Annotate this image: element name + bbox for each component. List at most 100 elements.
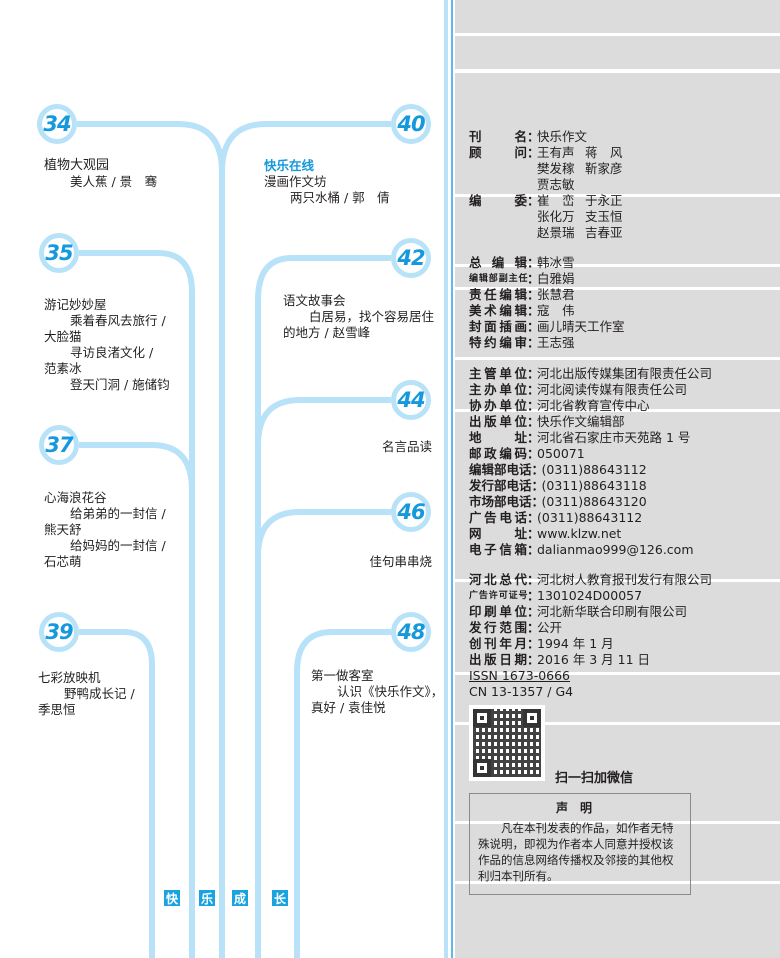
- masthead-row: 特约编审王志强: [469, 335, 625, 351]
- masthead-label: 主办单位: [469, 382, 527, 397]
- toc-entry-40[interactable]: 快乐在线 漫画作文坊 两只水桶 / 郭 倩: [264, 158, 390, 206]
- masthead-value: www.klzw.net: [537, 526, 622, 541]
- toc-entry-48[interactable]: 第一做客室 认识《快乐作文》， 真好 / 袁佳悦: [311, 668, 443, 716]
- masthead-label: 市场部电话: [469, 494, 532, 509]
- page-number-badge: 48: [391, 612, 431, 652]
- section-title: 植物大观园: [44, 158, 110, 173]
- article-line: 乘着春风去旅行 /: [70, 313, 166, 328]
- rule: [455, 287, 780, 290]
- toc-entry-37[interactable]: 心海浪花谷 给弟弟的一封信 / 熊天舒 给妈妈的一封信 / 石芯萌: [44, 490, 166, 570]
- branch-48: [294, 629, 391, 958]
- masthead-value: 韩冰雪: [537, 255, 575, 270]
- masthead-value: dalianmao999@126.com: [537, 542, 694, 557]
- masthead-row: 河北总代河北树人教育报刊发行有限公司: [469, 572, 712, 588]
- masthead-value: 公开: [537, 620, 563, 635]
- rule: [455, 672, 780, 675]
- branch-37: [79, 442, 195, 491]
- masthead-editors: 总编辑韩冰雪编辑部副主任白雅娟责任编辑张慧君美术编辑寇 伟封面插画画儿晴天工作室…: [469, 255, 625, 351]
- masthead-panel: 刊名快乐作文顾问王有声蒋 风樊发稼靳家彦贾志敏编委崔 峦于永正张化万支玉恒赵景瑞…: [455, 0, 780, 958]
- masthead-row: 印刷单位河北新华联合印刷有限公司: [469, 604, 712, 620]
- masthead-label: 印刷单位: [469, 604, 527, 619]
- page-number-badge: 34: [37, 104, 77, 144]
- masthead-value: (0311)88643112: [541, 462, 647, 477]
- branch-46: [255, 509, 391, 557]
- branch-39: [79, 629, 155, 958]
- masthead-row: 广告电话(0311)88643112: [469, 510, 712, 526]
- colon: [527, 255, 535, 271]
- issn: ISSN 1673-0666: [469, 668, 571, 683]
- rule: [455, 579, 780, 582]
- article-line: 给妈妈的一封信 /: [70, 538, 166, 553]
- section-title: 第一做客室: [311, 668, 374, 683]
- masthead-value: 快乐作文编辑部: [537, 414, 625, 429]
- masthead-value: 崔 峦: [537, 193, 575, 208]
- page-number-badge: 39: [39, 612, 79, 652]
- colon: [532, 478, 540, 494]
- colon: [527, 620, 535, 636]
- wechat-qr-code[interactable]: [469, 705, 545, 781]
- colon: [532, 494, 540, 510]
- masthead-label: 编辑部电话: [469, 462, 532, 477]
- rule: [455, 821, 780, 824]
- colon: [532, 462, 540, 478]
- article-line: 的地方 / 赵雪峰: [283, 325, 371, 340]
- masthead-label: [469, 225, 527, 241]
- masthead-row: 出版日期2016 年 3 月 11 日: [469, 652, 712, 668]
- masthead-label: 主管单位: [469, 366, 527, 381]
- page-number-badge: 40: [391, 104, 431, 144]
- masthead-label: 总编辑: [469, 255, 527, 270]
- toc-entry-44[interactable]: 名言品读: [381, 439, 432, 454]
- toc-entry-35[interactable]: 游记妙妙屋 乘着春风去旅行 / 大脸猫 寻访良渚文化 / 范素冰 登天门洞 / …: [44, 297, 170, 393]
- masthead-value: 于永正: [585, 193, 623, 208]
- masthead-row: 编辑部副主任白雅娟: [469, 271, 625, 287]
- growth-label-char: 长: [272, 890, 288, 906]
- rule: [455, 194, 780, 197]
- masthead-value: 白雅娟: [537, 271, 575, 286]
- masthead-value: (0311)88643120: [541, 494, 647, 509]
- masthead-row: 网址www.klzw.net: [469, 526, 712, 542]
- toc-entry-39[interactable]: 七彩放映机 野鸭成长记 / 季思恒: [38, 670, 135, 718]
- toc-entry-46[interactable]: 佳句串串烧: [369, 554, 432, 569]
- colon: [527, 398, 535, 414]
- masthead-value: 贾志敏: [537, 177, 575, 192]
- masthead-label: 封面插画: [469, 319, 527, 334]
- article-line: 给弟弟的一封信 /: [70, 506, 166, 521]
- article-line: 季思恒: [38, 702, 76, 717]
- masthead-row: 张化万支玉恒: [469, 209, 623, 225]
- masthead-label: [469, 209, 527, 225]
- masthead-label: 美术编辑: [469, 303, 527, 318]
- toc-entry-42[interactable]: 语文故事会 白居易，找个容易居住 的地方 / 赵雪峰: [283, 293, 434, 341]
- toc-tree-lines: [77, 121, 391, 958]
- colon: [527, 572, 535, 588]
- section-title: 心海浪花谷: [44, 490, 107, 505]
- masthead-label: 广告电话: [469, 510, 527, 525]
- growth-label-char: 成: [232, 890, 248, 906]
- masthead-value: 张化万: [537, 209, 575, 224]
- masthead-label: 电子信箱: [469, 542, 527, 557]
- masthead-value: 张慧君: [537, 287, 575, 302]
- colon: [527, 446, 535, 462]
- masthead-label: 特约编审: [469, 335, 527, 350]
- article-line: 野鸭成长记 /: [64, 686, 135, 701]
- masthead-value: 樊发稼: [537, 161, 575, 176]
- masthead-label: 顾问: [469, 145, 527, 160]
- toc-entry-34[interactable]: 植物大观园 美人蕉 / 景 骞: [44, 158, 157, 190]
- colon: [527, 542, 535, 558]
- masthead-label: 创刊年月: [469, 636, 527, 651]
- colon: [527, 177, 535, 193]
- colon: [527, 414, 535, 430]
- masthead-label: 出版单位: [469, 414, 527, 429]
- colon: [527, 129, 535, 145]
- masthead-value: (0311)88643118: [541, 478, 647, 493]
- masthead-publisher: 主管单位河北出版传媒集团有限责任公司主办单位河北阅读传媒有限责任公司协办单位河北…: [469, 366, 712, 558]
- masthead-value: 王志强: [537, 335, 575, 350]
- masthead-value: 快乐作文: [537, 129, 588, 144]
- notice-body: 凡在本刊发表的作品，如作者无特殊说明，即视为作者本人同意并授权该作品的信息网络传…: [478, 821, 674, 883]
- article-line: 熊天舒: [44, 522, 82, 537]
- colon: [527, 588, 535, 604]
- masthead-row: 总编辑韩冰雪: [469, 255, 625, 271]
- column-title: 快乐在线: [264, 158, 315, 173]
- masthead-row: 贾志敏: [469, 177, 623, 193]
- masthead-row: 市场部电话 (0311)88643120: [469, 494, 712, 510]
- cn-number: CN 13-1357 / G4: [469, 684, 574, 699]
